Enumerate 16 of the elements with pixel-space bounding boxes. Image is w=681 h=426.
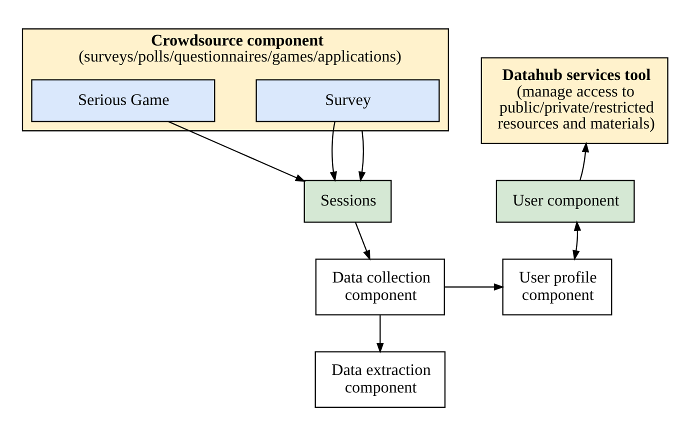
node-box: Serious Game (31, 78, 216, 122)
node-box: Data extraction component (314, 350, 446, 408)
node-box: Sessions (304, 179, 392, 222)
arrow (572, 220, 582, 260)
node-box: User component (496, 179, 635, 222)
arrow (579, 141, 590, 180)
node-box: Survey (256, 78, 440, 122)
node-box: User profile component (502, 258, 612, 315)
arrow (376, 314, 384, 353)
arrow (444, 282, 504, 290)
arrow (354, 222, 370, 260)
arrow (330, 121, 337, 182)
node-box: Data collection component (315, 258, 445, 315)
arrow (358, 130, 366, 182)
arrow (168, 120, 306, 182)
node-box: Datahub services tool (manage access to public/private/restricted resources and materials) (480, 56, 668, 144)
